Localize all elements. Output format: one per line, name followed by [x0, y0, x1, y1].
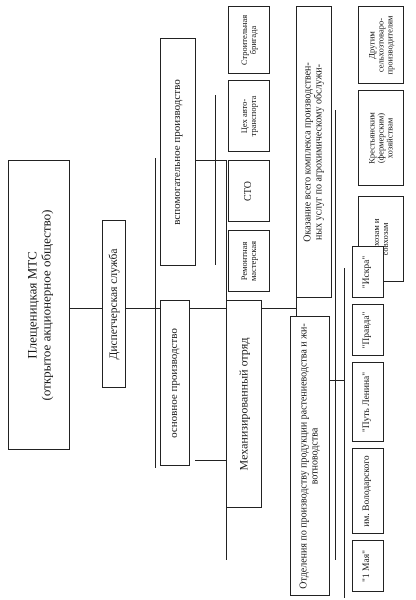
services-item-other: Другим сельхозтоваро- производителям [358, 6, 404, 84]
connector [195, 460, 227, 462]
services-item-farms: Крестьянским (фермерским) хозяйствам [358, 90, 404, 186]
branch-item: "Путь Ленина" [352, 362, 384, 442]
services-box: Оказание всего комплекса производствен- … [296, 6, 332, 298]
branches-title-line: вотноводства [309, 427, 320, 485]
aux-item-line: мастерская [248, 240, 258, 282]
branch-item-label: "Правда" [362, 311, 373, 349]
aux-production-box: вспомогательное производство [160, 38, 196, 266]
branches-box: Отделения по производству продукции раст… [290, 316, 330, 596]
connector [335, 110, 337, 560]
services-item-line: хозяйствам [384, 117, 395, 159]
mech-unit-label: Механизированный отряд [236, 337, 251, 471]
aux-item-transport: Цех авто- транспорта [228, 80, 270, 152]
main-production-label: основное производство [168, 328, 181, 438]
branches-title-line: Отделения по производству продукции раст… [298, 323, 310, 589]
connector [70, 308, 102, 310]
aux-item-sto: СТО [228, 160, 270, 222]
dispatch-box: Диспетчерская служба [102, 220, 126, 388]
services-title-line: Оказание всего комплекса производствен- [302, 62, 314, 242]
dispatch-label: Диспетчерская служба [107, 248, 120, 360]
mech-unit-box: Механизированный отряд [226, 300, 262, 508]
root-box: Плещеницкая МТС (открытое акционерное об… [8, 160, 70, 450]
root-line1: Плещеницкая МТС [24, 251, 40, 359]
branch-item: "Правда" [352, 304, 384, 356]
aux-item-line: бригада [248, 25, 258, 55]
branch-item-label: "Путь Ленина" [362, 371, 373, 433]
branch-item-label: "1 Мая" [362, 550, 373, 582]
main-production-box: основное производство [160, 300, 190, 466]
connector [195, 160, 227, 162]
aux-item-construction: Строительная бригада [228, 6, 270, 74]
branch-item: "Искра" [352, 246, 384, 298]
services-title-line: ных услуг по агрохимическому обслужи- [313, 64, 324, 240]
connector [155, 158, 157, 468]
connector [215, 95, 217, 265]
branch-item: им. Володарского [352, 448, 384, 534]
branch-item-label: им. Володарского [362, 455, 373, 527]
connector [330, 380, 344, 382]
aux-item-repair: Ремонтная мастерская [228, 230, 270, 292]
connector [344, 268, 346, 598]
aux-item-line: транспорта [248, 95, 258, 137]
services-item-line: производителям [384, 15, 395, 75]
aux-production-label: вспомогательное производство [171, 79, 184, 225]
root-line2: (открытое акционерное общество) [38, 209, 53, 401]
connector [126, 308, 296, 310]
branch-item: "1 Мая" [352, 540, 384, 592]
aux-item-line: СТО [242, 181, 254, 201]
branch-item-label: "Искра" [362, 255, 373, 289]
